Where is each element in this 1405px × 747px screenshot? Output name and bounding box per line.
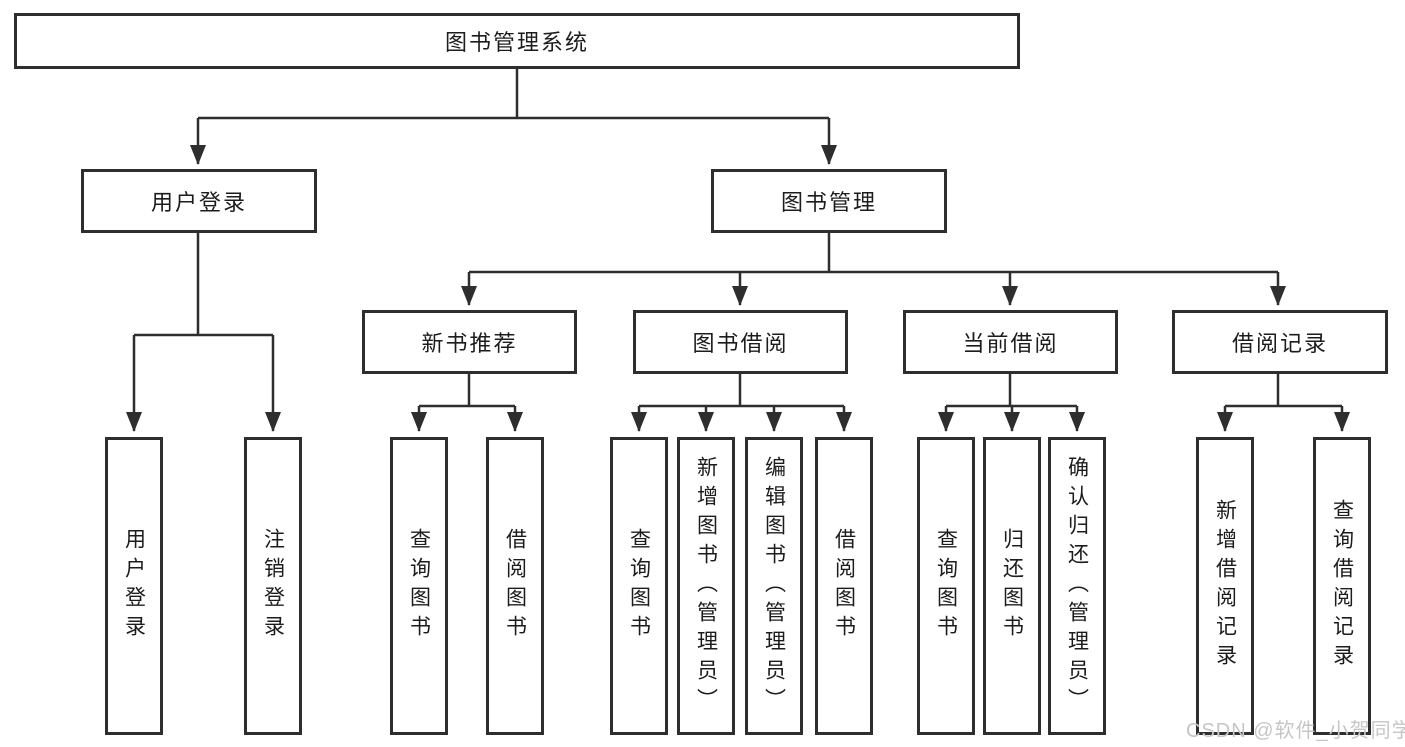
node-new-book-recommend: 新书推荐: [362, 310, 577, 374]
node-leaf-cb-query-books: 查询图书: [917, 437, 975, 735]
node-leaf-bb-query-books: 查询图书: [610, 437, 668, 735]
node-leaf-br-query-record: 查询借阅记录: [1313, 437, 1371, 735]
node-borrow-records: 借阅记录: [1172, 310, 1388, 374]
node-leaf-bb-edit-books: 编辑图书（管理员）: [745, 437, 803, 735]
node-leaf-nbr-borrow-books: 借阅图书: [486, 437, 544, 735]
node-book-management: 图书管理: [711, 169, 947, 233]
node-leaf-cb-confirm-return: 确认归还（管理员）: [1048, 437, 1106, 735]
node-leaf-logout-label: 注销登录: [261, 528, 285, 644]
node-leaf-bb-add-books-label: 新增图书（管理员）: [694, 455, 718, 717]
node-leaf-nbr-query-books-label: 查询图书: [407, 528, 431, 644]
node-user-login: 用户登录: [81, 169, 317, 233]
node-leaf-bb-borrow-books-label: 借阅图书: [832, 528, 856, 644]
node-borrow-records-label: 借阅记录: [1231, 331, 1328, 356]
node-book-borrow: 图书借阅: [633, 310, 848, 374]
node-book-borrow-label: 图书借阅: [692, 331, 789, 356]
node-leaf-bb-edit-books-label: 编辑图书（管理员）: [762, 455, 786, 717]
node-leaf-br-add-record: 新增借阅记录: [1196, 437, 1254, 735]
node-current-borrow: 当前借阅: [903, 310, 1118, 374]
node-leaf-cb-return-books-label: 归还图书: [1000, 528, 1024, 644]
node-book-management-label: 图书管理: [780, 190, 877, 215]
node-root: 图书管理系统: [14, 13, 1020, 69]
node-leaf-logout: 注销登录: [244, 437, 302, 735]
node-new-book-recommend-label: 新书推荐: [421, 331, 518, 356]
node-leaf-user-login: 用户登录: [105, 437, 163, 735]
node-current-borrow-label: 当前借阅: [962, 331, 1059, 356]
node-leaf-br-query-record-label: 查询借阅记录: [1330, 499, 1354, 673]
node-leaf-bb-borrow-books: 借阅图书: [815, 437, 873, 735]
node-leaf-user-login-label: 用户登录: [122, 528, 146, 644]
node-leaf-cb-return-books: 归还图书: [983, 437, 1041, 735]
node-leaf-bb-add-books: 新增图书（管理员）: [677, 437, 735, 735]
node-root-label: 图书管理系统: [444, 30, 589, 55]
node-leaf-cb-query-books-label: 查询图书: [934, 528, 958, 644]
node-leaf-br-add-record-label: 新增借阅记录: [1213, 499, 1237, 673]
node-leaf-nbr-borrow-books-label: 借阅图书: [503, 528, 527, 644]
node-leaf-bb-query-books-label: 查询图书: [627, 528, 651, 644]
node-leaf-nbr-query-books: 查询图书: [390, 437, 448, 735]
node-user-login-label: 用户登录: [150, 190, 247, 215]
watermark: CSDN @软件_小贺同学: [1186, 720, 1405, 742]
node-leaf-cb-confirm-return-label: 确认归还（管理员）: [1065, 455, 1089, 717]
